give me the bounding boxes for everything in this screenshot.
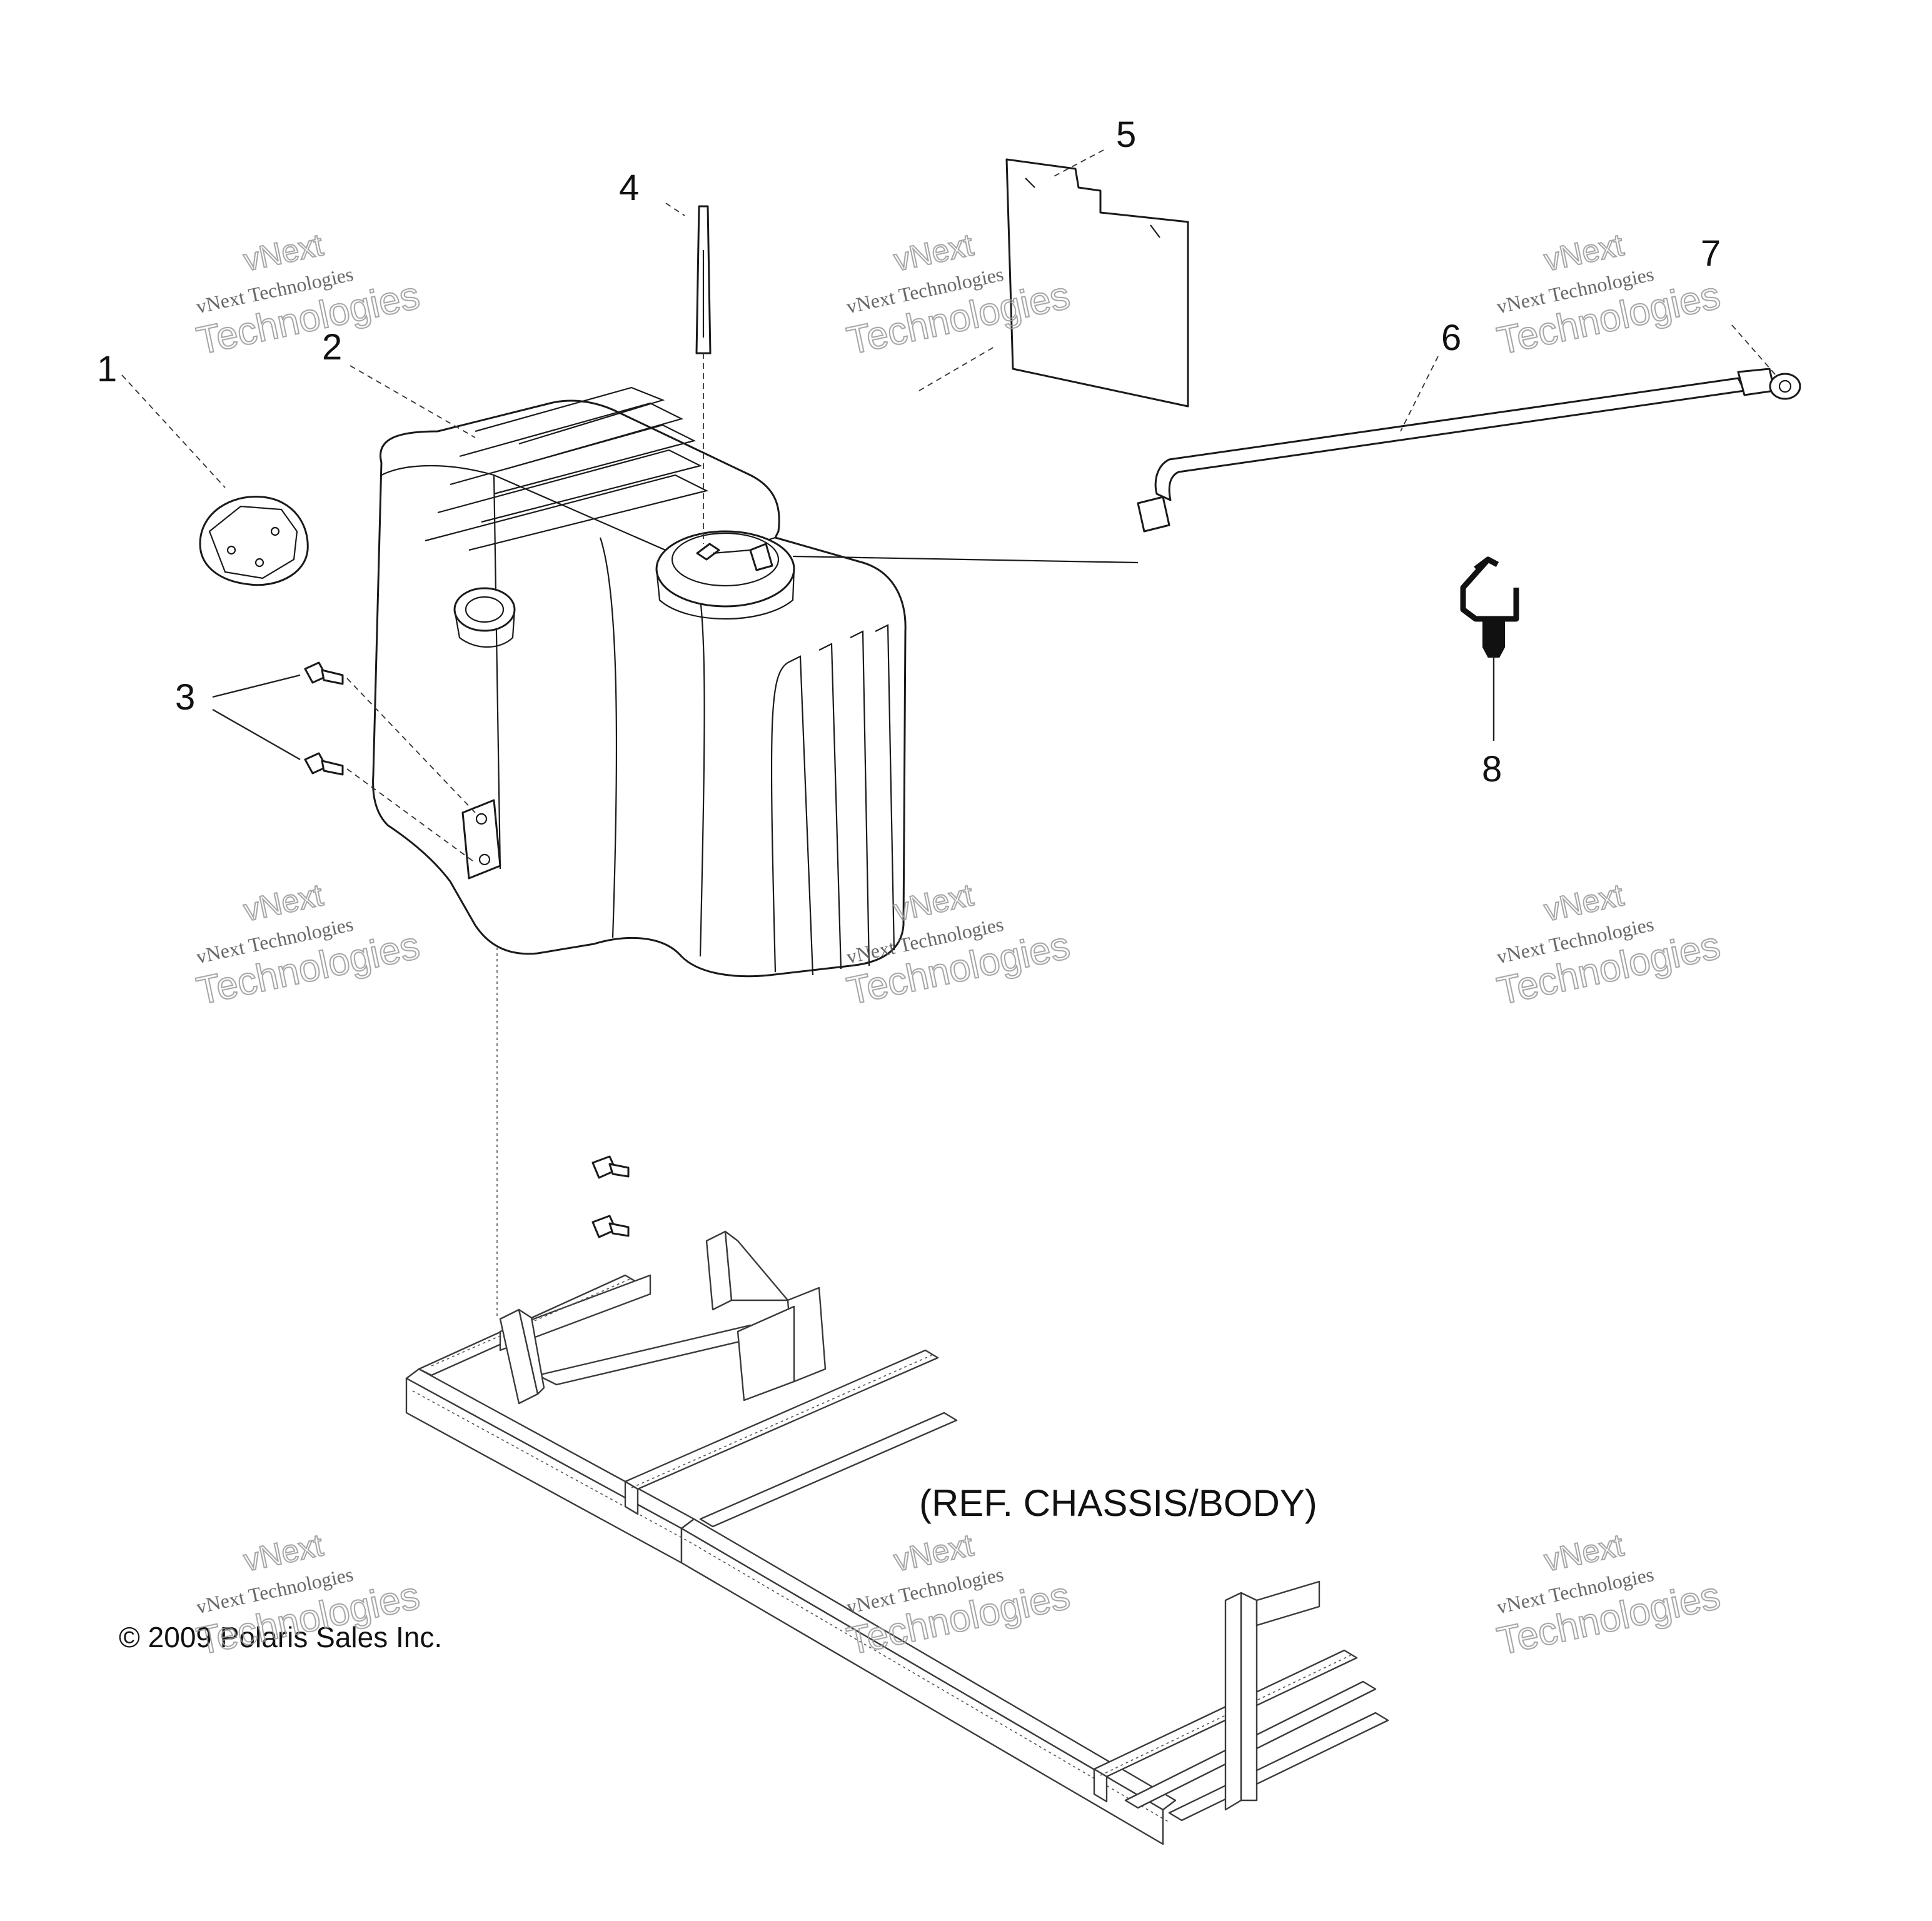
frame-bolt-upper bbox=[591, 1155, 630, 1179]
connector-symbol bbox=[1460, 556, 1519, 741]
callout-3: 3 bbox=[175, 677, 195, 718]
reference-note: (REF. CHASSIS/BODY) bbox=[919, 1482, 1317, 1524]
fuel-tank bbox=[372, 386, 907, 978]
callout-7: 7 bbox=[1701, 233, 1721, 274]
callout-8: 8 bbox=[1482, 749, 1502, 790]
copyright-text: © 2009 Polaris Sales Inc. bbox=[119, 1621, 442, 1653]
callout-6: 6 bbox=[1441, 318, 1461, 358]
tank-bolt-lower bbox=[304, 752, 344, 776]
fuel-cap bbox=[199, 495, 309, 586]
callout-numbers: 1 2 3 4 5 6 7 8 bbox=[97, 114, 1721, 790]
heat-shield-panel bbox=[1005, 158, 1189, 408]
leader-lines bbox=[121, 149, 1776, 863]
callout-4: 4 bbox=[619, 168, 639, 208]
watermark: vNext vNext Technologies Technologies bbox=[1493, 226, 1724, 364]
vent-rod bbox=[695, 205, 712, 354]
callout-5: 5 bbox=[1116, 114, 1136, 155]
watermark: vNext vNext Technologies Technologies bbox=[843, 1527, 1074, 1664]
hose-fitting bbox=[1769, 373, 1801, 400]
watermark: vNext vNext Technologies Technologies bbox=[193, 876, 424, 1014]
watermark: vNext vNext Technologies Technologies bbox=[1493, 1527, 1724, 1664]
fuel-line-hose bbox=[1137, 368, 1776, 533]
callout-1: 1 bbox=[97, 349, 117, 389]
chassis-frame bbox=[405, 869, 1389, 1845]
watermark: vNext vNext Technologies Technologies bbox=[1493, 876, 1724, 1014]
watermark: vNext vNext Technologies Technologies bbox=[193, 226, 424, 364]
tank-bolt-upper bbox=[304, 661, 344, 685]
callout-2: 2 bbox=[322, 327, 342, 368]
frame-bolt-lower bbox=[591, 1215, 630, 1238]
